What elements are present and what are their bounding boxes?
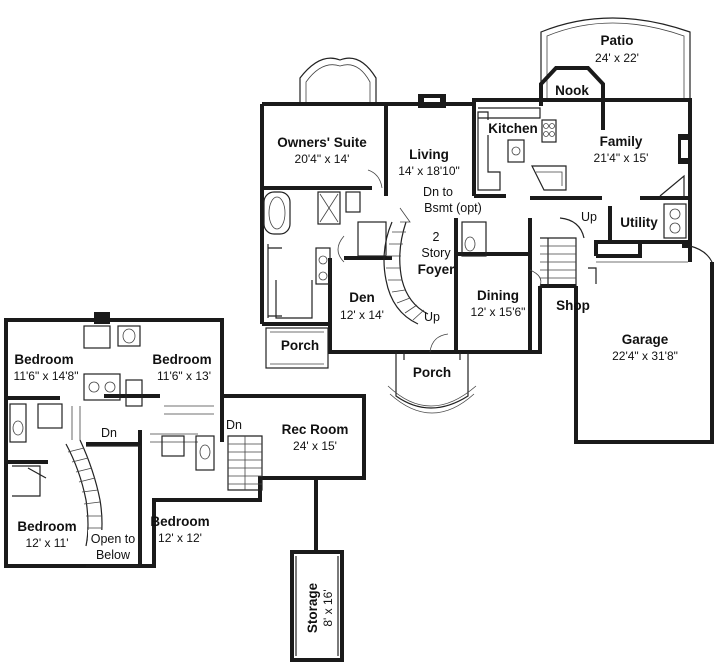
kitchen-counter (477, 111, 501, 191)
nook-bay (539, 66, 605, 106)
dn-to-bsmt-line1: Dn to (423, 185, 453, 199)
garage-wall (574, 240, 714, 444)
bedroom-3-size: 12' x 11' (25, 536, 68, 550)
rec-room-label: Rec Room (282, 422, 349, 437)
bedroom-4-size: 12' x 12' (158, 531, 202, 545)
main-floor (260, 17, 714, 444)
upper-chimney (94, 312, 110, 324)
up-foyer: Up (424, 310, 440, 324)
porch-left (265, 327, 329, 369)
dining-label: Dining (477, 288, 519, 303)
dn-upper-left: Dn (101, 426, 117, 440)
dn-upper-right: Dn (226, 418, 242, 432)
bedroom-4-label: Bedroom (150, 514, 209, 529)
utility-label: Utility (620, 215, 658, 230)
den-label: Den (349, 290, 375, 305)
upper-staircase (65, 443, 89, 547)
living-label: Living (409, 147, 449, 162)
rec-room-size: 24' x 15' (293, 439, 337, 453)
patio-size: 24' x 22' (595, 51, 639, 65)
living-size: 14' x 18'10" (398, 164, 460, 178)
bedroom-1-label: Bedroom (14, 352, 73, 367)
storage-label: Storage (305, 582, 320, 633)
foyer-label-3: Foyer (418, 262, 456, 277)
den-size: 12' x 14' (340, 308, 384, 322)
bath-tub (263, 191, 291, 235)
foyer-label-1: 2 (433, 230, 440, 244)
upper-floor (4, 312, 366, 662)
foyer-label-2: Story (421, 246, 451, 260)
patio-label: Patio (600, 33, 633, 48)
bedroom-2-label: Bedroom (152, 352, 211, 367)
owners-suite-label: Owners' Suite (277, 135, 367, 150)
porch-front (395, 352, 469, 409)
dining-size: 12' x 15'6" (471, 305, 526, 319)
suite-bay-window (299, 57, 377, 104)
storage-size: 8' x 16' (321, 589, 335, 626)
open-to-below-line2: Below (96, 548, 131, 562)
storage-room (290, 478, 344, 662)
garage-size: 22'4" x 31'8" (612, 349, 678, 363)
rec-room-staircase (227, 435, 263, 491)
up-utility: Up (581, 210, 597, 224)
bedroom-3-label: Bedroom (17, 519, 76, 534)
porch-front-label: Porch (413, 365, 451, 380)
dn-to-bsmt-line2: Bsmt (opt) (424, 201, 482, 215)
porch-left-label: Porch (281, 338, 319, 353)
owners-suite-size: 20'4" x 14' (295, 152, 350, 166)
kitchen-label: Kitchen (488, 121, 538, 136)
family-size: 21'4" x 15' (594, 151, 649, 165)
garage-label: Garage (622, 332, 669, 347)
bedroom-1-size: 11'6" x 14'8" (14, 369, 79, 383)
nook-label: Nook (555, 83, 589, 98)
shop-label: Shop (556, 298, 590, 313)
room-labels: Patio 24' x 22' Nook Kitchen Family 21'4… (14, 33, 678, 633)
bedroom-2-size: 11'6" x 13' (157, 369, 211, 383)
family-label: Family (600, 134, 643, 149)
patio-outline (540, 17, 691, 104)
open-to-below (86, 445, 141, 567)
open-to-below-line1: Open to (91, 532, 136, 546)
foyer-staircase (383, 221, 419, 325)
kitchen-island (507, 139, 525, 163)
